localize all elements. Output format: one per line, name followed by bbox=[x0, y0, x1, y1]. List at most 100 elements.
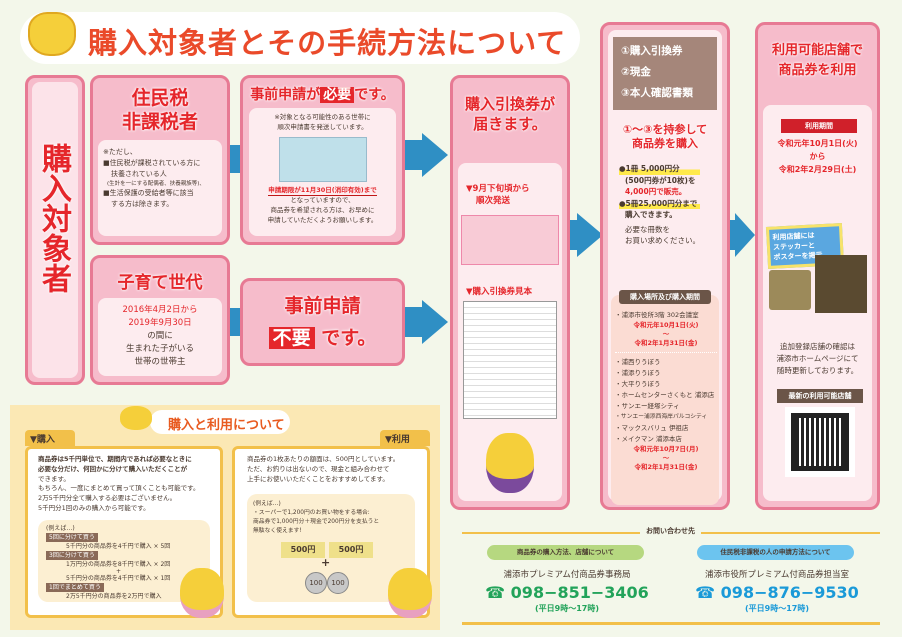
voucher-delivery-column: 購入引換券が 届きます。 ▼9月下旬頃から 順次発送 ▼購入引換券見本 bbox=[450, 75, 570, 510]
store-item: ・浦西りうぼう bbox=[615, 358, 661, 366]
period-banner: 利用期間 bbox=[781, 119, 857, 133]
case-line: 1万円分の商品券を8千円で購入 × 2回 bbox=[66, 560, 171, 568]
shipping-text: 順次発送 bbox=[476, 196, 511, 206]
case-line: 5千円分の商品券を4千円で購入 × 1回 bbox=[66, 574, 171, 582]
case-label: 5回に分けて買う bbox=[46, 532, 98, 542]
purchase-note: お買い求めください。 bbox=[625, 236, 700, 245]
application-note: 順次申請書を発送しています。 bbox=[277, 122, 368, 131]
buy-text: 2万5千円分全て購入する必要はございません。 bbox=[38, 494, 177, 502]
purchase-bullet: 購入できます。 bbox=[625, 210, 677, 219]
voucher-sample-image bbox=[463, 301, 557, 419]
arrow-icon bbox=[405, 140, 423, 170]
places-banner: 購入場所及び購入期間 bbox=[619, 290, 711, 304]
contact-title: お問い合わせ先 bbox=[640, 526, 701, 536]
required-item: ①購入引換券 bbox=[621, 45, 683, 57]
buy-text: 5千円分1回のみの購入から可能です。 bbox=[38, 503, 150, 512]
qr-code[interactable] bbox=[785, 407, 855, 477]
use-text: ただ、お釣りは出ないので、現金と組み合わせて bbox=[247, 464, 390, 473]
use-period: 令和元年10月1日(火) bbox=[777, 139, 858, 148]
use-heading: 利用可能店舗で bbox=[771, 43, 863, 58]
use-period: から bbox=[809, 152, 826, 161]
latest-stores-banner: 最新の利用可能店舗 bbox=[777, 389, 863, 403]
title-banner bbox=[20, 12, 580, 64]
non-taxed-note: 扶養されている人 bbox=[111, 169, 167, 178]
target-label: 購入対象者 bbox=[36, 143, 71, 293]
arrow-icon bbox=[730, 220, 736, 250]
purchase-bullet: ●1冊 5,000円分 bbox=[619, 163, 700, 175]
arrow-icon bbox=[422, 300, 448, 344]
use-example: 商品券で1,000円分＋現金で200円分を支払うと bbox=[253, 519, 380, 526]
purchase-heading: ①～③を持参して bbox=[622, 123, 708, 136]
arrow-icon bbox=[570, 220, 578, 250]
deadline-text: 申請期限が11月30日(消印有効)まで bbox=[268, 186, 377, 197]
arrow-icon bbox=[735, 213, 755, 257]
store-item: ・サンエー経塚シティ bbox=[615, 402, 680, 410]
buy-text: 必要な分だけ、何回かに分けて購入いただくことが bbox=[38, 464, 188, 473]
application-note: ※対象となる可能性のある世帯に bbox=[274, 113, 371, 121]
store-item: ・サンエー浦添西海岸パルコシティ bbox=[615, 414, 708, 420]
use-heading: 商品券を利用 bbox=[778, 63, 857, 78]
purchase-bullet: ●5冊25,000円分まで bbox=[619, 197, 700, 209]
city-hall-period: ～ bbox=[662, 330, 670, 338]
application-body: 商品券を希望される方は、お早めに bbox=[270, 206, 375, 214]
buy-text: 商品券は5千円単位で、期間内であれば必要なときに bbox=[38, 455, 192, 463]
use-example: 無駄なく使えます! bbox=[253, 528, 302, 535]
stores-period: 令和元年10月7日(月) bbox=[633, 445, 699, 453]
application-required-heading-post: です。 bbox=[354, 87, 395, 103]
cat-mascot-icon bbox=[120, 406, 152, 430]
purchase-bullet: (500円券が10枚)を bbox=[625, 175, 696, 185]
child-rearing-box: 子育て世代 2016年4月2日から 2019年9月30日 の間に 生まれた子がい… bbox=[90, 255, 230, 385]
contact-left-phone[interactable]: ☎ 098−851−3406 bbox=[485, 583, 649, 602]
contact-right-phone[interactable]: ☎ 098−876−9530 bbox=[695, 583, 859, 602]
not-required-badge: 不要 bbox=[268, 327, 315, 349]
sticker-image bbox=[769, 270, 811, 310]
not-required-post: です。 bbox=[321, 327, 377, 349]
arrow-icon bbox=[230, 308, 240, 336]
target-box: 購入対象者 bbox=[25, 75, 85, 385]
use-period: 令和2年2月29日(土) bbox=[778, 165, 857, 174]
contact-bottom-divider bbox=[462, 622, 880, 625]
non-taxed-heading-2: 非課税者 bbox=[121, 111, 198, 133]
store-item: ・メイクマン 浦添本店 bbox=[615, 435, 682, 443]
contact-right-hours: (平日9時～17時) bbox=[744, 604, 809, 613]
case-line: + bbox=[116, 567, 122, 575]
purchase-note: 必要な冊数を bbox=[625, 224, 670, 234]
store-item: ・大平りうぼう bbox=[615, 380, 661, 388]
non-taxed-note: ■生活保護の受給者等に該当 bbox=[103, 189, 194, 198]
store-item: ・マックスバリュ 伊祖店 bbox=[615, 424, 689, 432]
use-column: 利用可能店舗で 商品券を利用 利用期間 令和元年10月1日(火) から 令和2年… bbox=[755, 22, 880, 510]
contact-right-tag: 住民税非課税の人の申請方法について bbox=[697, 545, 854, 560]
stores-period: 令和2年1月31日(金) bbox=[634, 463, 698, 471]
plus-sign: + bbox=[321, 556, 331, 570]
coin-100-icon: 100 bbox=[327, 572, 349, 595]
application-required-heading: 事前申請が bbox=[250, 87, 321, 103]
purchase-places-box bbox=[611, 295, 719, 505]
cat-mascot-icon bbox=[28, 12, 76, 56]
use-example: ・スーパーで1,200円のお買い物をする場合: bbox=[253, 510, 370, 517]
update-note: 随時更新しております。 bbox=[776, 366, 859, 375]
about-title-pill bbox=[150, 410, 290, 434]
contact-left-org: 浦添市プレミアム付商品券事務局 bbox=[503, 570, 631, 580]
child-rearing-text: 2016年4月2日から bbox=[122, 305, 198, 315]
contact-right-org: 浦添市役所プレミアム付商品券担当室 bbox=[705, 570, 849, 580]
required-badge: 必要 bbox=[320, 87, 355, 103]
voucher-500-image: 500円 bbox=[281, 542, 325, 559]
buy-tab: ▼購入 bbox=[25, 430, 75, 446]
contact-left-tag: 商品券の購入方法、店舗について bbox=[487, 545, 644, 560]
child-rearing-text: の間に bbox=[147, 331, 173, 341]
buy-text: もちろん、一度にまとめて買って頂くことも可能です。 bbox=[38, 484, 200, 493]
sample-label: ▼購入引換券見本 bbox=[466, 287, 533, 297]
store-item: ・浦添りうぼう bbox=[615, 369, 661, 377]
envelope-image bbox=[461, 215, 559, 265]
application-form-image bbox=[278, 136, 367, 182]
use-text: 商品券の1枚あたりの額面は、500円としています。 bbox=[247, 455, 400, 463]
cat-mascot-icon bbox=[486, 433, 534, 493]
application-not-required-box: 事前申請 不要 です。 bbox=[240, 278, 405, 366]
child-rearing-text: 生まれた子がいる bbox=[125, 344, 194, 354]
non-taxed-box: 住民税 非課税者 ※ただし、 ■住民税が課税されている方に 扶養されている人 (… bbox=[90, 75, 230, 245]
cat-mascot-icon bbox=[388, 568, 432, 618]
stores-period: ～ bbox=[662, 454, 670, 462]
arrow-icon bbox=[405, 307, 423, 337]
page-title: 購入対象者とその手続方法について bbox=[88, 26, 567, 60]
city-hall-place: ・浦添市役所3階 302会議室 bbox=[615, 311, 699, 319]
